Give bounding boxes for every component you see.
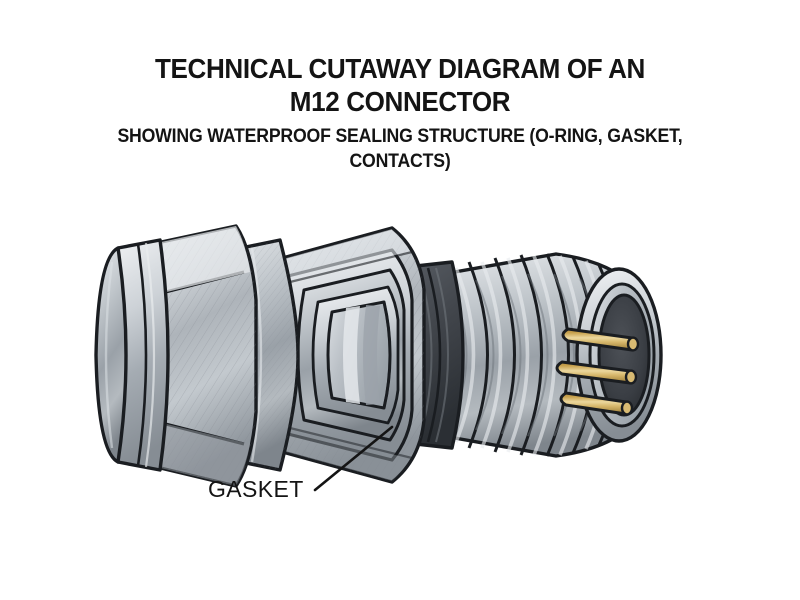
core-front-edge xyxy=(382,301,392,409)
inner-core xyxy=(326,300,392,410)
end-cap xyxy=(94,246,128,464)
gasket-label: GASKET xyxy=(208,476,304,502)
contact-cavity xyxy=(597,293,651,417)
end-cap-highlight xyxy=(104,261,114,449)
collar-highlight xyxy=(144,242,156,468)
title-block: TECHNICAL CUTAWAY DIAGRAM OF AN M12 CONN… xyxy=(50,52,750,174)
contact-pins xyxy=(555,327,640,416)
coupling-top-chamfer xyxy=(266,226,414,284)
page-title-line-1: TECHNICAL CUTAWAY DIAGRAM OF AN xyxy=(155,53,645,84)
cable-gland-nut xyxy=(141,224,258,488)
page-subtitle-line-2: CONTACTS) xyxy=(349,151,451,172)
thread-turn xyxy=(467,261,489,449)
callout-gasket: GASKET xyxy=(208,425,394,502)
end-cap-dome xyxy=(94,246,128,464)
coupling-bottom-chamfer xyxy=(266,426,414,484)
gasket-leader-line xyxy=(313,425,394,492)
contact-pin xyxy=(561,327,640,352)
contact-assembly xyxy=(555,293,651,417)
core-facet-dark xyxy=(363,305,380,405)
subtitle-block: SHOWING WATERPROOF SEALING STRUCTURE (O-… xyxy=(50,124,750,174)
nut-facet-bottom xyxy=(150,420,250,486)
shoulder-highlight xyxy=(250,247,263,463)
thread-turn xyxy=(493,257,516,453)
page-title-line-2: M12 CONNECTOR xyxy=(289,86,511,117)
contact-pin xyxy=(559,391,634,416)
core-body xyxy=(326,300,392,410)
coupling-body xyxy=(256,226,426,484)
contact-pin xyxy=(555,360,638,385)
core-facet-light xyxy=(343,306,360,404)
page-subtitle-line-1: SHOWING WATERPROOF SEALING STRUCTURE (O-… xyxy=(117,126,683,147)
collar-groove xyxy=(136,243,148,467)
nut-facet-top xyxy=(150,226,250,296)
